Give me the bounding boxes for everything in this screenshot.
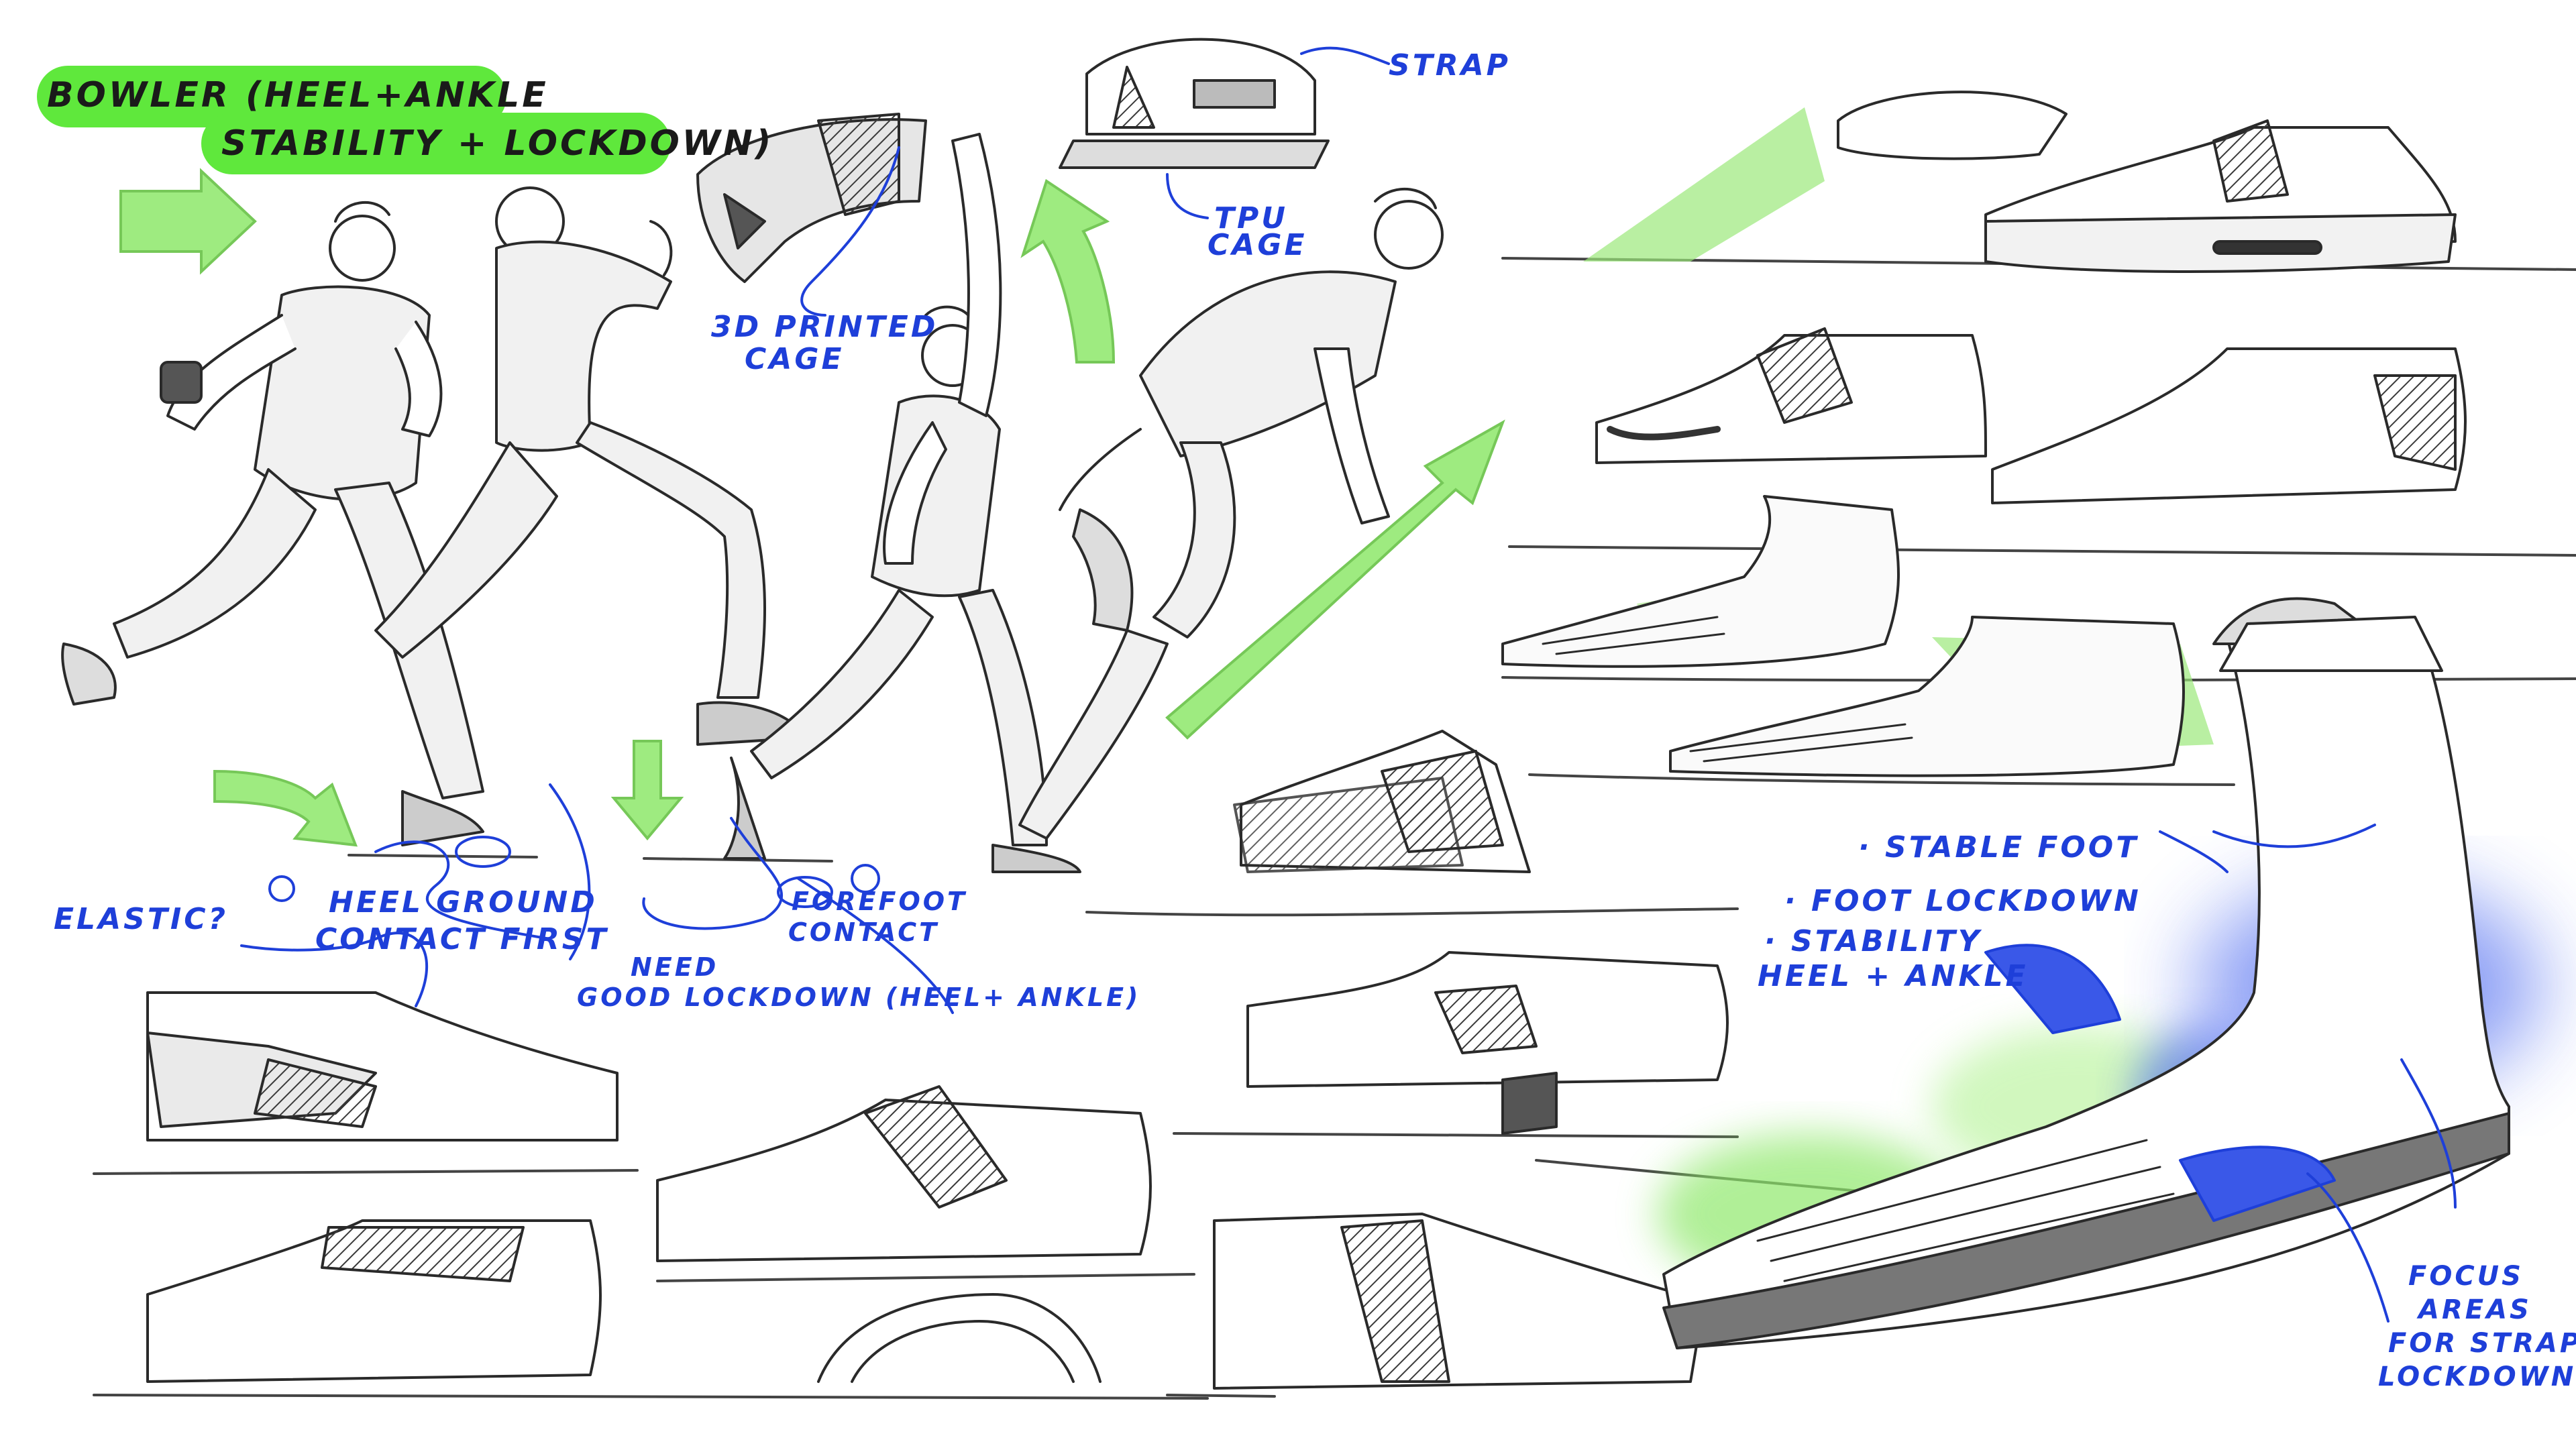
arrow-curve-up xyxy=(1020,178,1116,364)
label-strap: STRAP xyxy=(1389,48,1511,82)
shoe-mid-center-b xyxy=(1246,951,1729,1135)
label-heel-ground-contact: CONTACT FIRST xyxy=(315,922,609,956)
label-heel-ankle: HEEL + ANKLE xyxy=(1758,959,2029,993)
tpu-cage-sketch xyxy=(1059,38,1330,169)
label-stable-foot: · STABLE FOOT xyxy=(1858,830,2139,865)
printed-cage-sketch xyxy=(696,113,927,283)
label-tpu: TPU xyxy=(1214,201,1288,235)
arrow-right-top xyxy=(119,168,257,275)
blue-leader-lines xyxy=(240,46,2457,1323)
green-arrows xyxy=(119,168,1505,847)
shoe-mid-right-b xyxy=(1991,347,2467,504)
shoe-top-right xyxy=(1837,91,2457,273)
shoe-bottom-left-b xyxy=(146,1219,602,1383)
page-title-line2: STABILITY + LOCKDOWN) xyxy=(221,123,774,164)
bowler-figures xyxy=(61,133,1444,873)
label-tpu-cage: CAGE xyxy=(1208,228,1307,262)
label-need: NEED xyxy=(631,952,719,982)
label-forefoot: FOREFOOT xyxy=(792,887,967,916)
arrow-diagonal-up xyxy=(1165,419,1505,740)
arrow-curve-down-left xyxy=(213,769,358,847)
shoe-bottom-center-b xyxy=(817,1293,1102,1383)
label-focus: FOCUS xyxy=(2408,1261,2524,1292)
label-for-strap: FOR STRAP xyxy=(2388,1328,2576,1359)
label-3d-printed-cage: CAGE xyxy=(745,342,845,376)
label-3d-printed: 3D PRINTED xyxy=(711,310,938,344)
large-foot-sketch xyxy=(1662,597,2510,1349)
shoe-bottom-left-a xyxy=(146,991,619,1141)
figure-arm-up xyxy=(723,133,1081,873)
label-areas: AREAS xyxy=(2418,1294,2532,1325)
label-heel-ground: HEEL GROUND xyxy=(329,885,598,919)
figure-follow-through xyxy=(1018,187,1444,840)
label-forefoot-contact: CONTACT xyxy=(788,917,940,947)
title-highlight-2 xyxy=(201,113,671,174)
label-need-lockdown: GOOD LOCKDOWN (HEEL+ ANKLE) xyxy=(577,983,1141,1012)
page-title-line1: BOWLER (HEEL+ANKLE xyxy=(47,75,549,115)
foot-skeleton-b xyxy=(1669,616,2185,777)
arrow-down xyxy=(610,740,684,841)
shoe-sketches xyxy=(146,38,2510,1390)
label-stability: · STABILITY xyxy=(1764,924,1982,958)
figure-running xyxy=(61,201,484,846)
foot-skeleton-a xyxy=(1501,495,1900,668)
figure-stride xyxy=(374,186,806,746)
shoe-mid-center-a xyxy=(1233,730,1531,873)
shoe-bottom-center-a xyxy=(656,1085,1152,1262)
shoe-mid-right-a xyxy=(1595,327,1987,464)
label-elastic: ELASTIC? xyxy=(54,902,229,936)
label-lockdown: LOCKDOWN xyxy=(2378,1361,2576,1392)
label-foot-lockdown: · FOOT LOCKDOWN xyxy=(1784,884,2141,918)
shoe-bottom-right-a xyxy=(1213,1213,1705,1390)
